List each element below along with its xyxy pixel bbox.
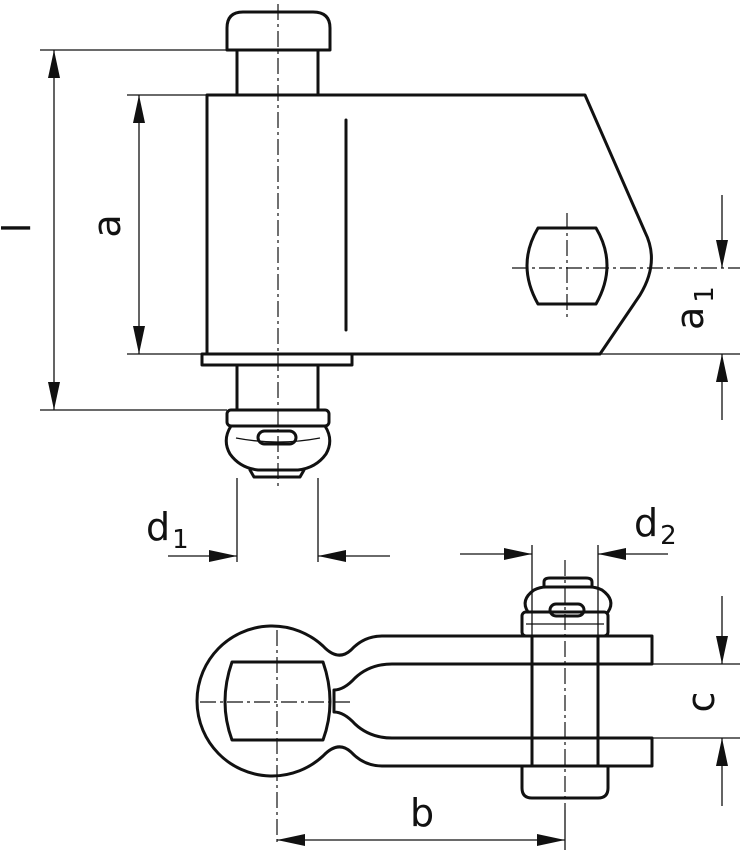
dimension-c: c [679,596,728,806]
clevis-body [205,93,653,356]
dimension-d2: d2 [460,501,677,560]
dimension-a: a [85,95,145,354]
hole [525,226,609,306]
pin-head [225,10,332,52]
label-d2: d2 [634,501,677,551]
dimension-b: b [277,791,565,846]
dimension-a1: a1 [668,195,728,420]
dimension-d1: d1 [146,505,390,562]
ball-inner [223,660,332,742]
clevis-top-outline [195,624,654,778]
label-a1: a1 [668,286,720,330]
dimension-l: l [0,50,60,410]
label-c: c [679,692,723,713]
washer [200,352,354,367]
side-view: l a a1 d1 [0,4,740,562]
label-l: l [0,223,39,234]
top-view: d2 c b [195,501,740,850]
label-a: a [85,214,129,237]
label-d1: d1 [146,505,189,555]
label-b: b [410,791,434,835]
